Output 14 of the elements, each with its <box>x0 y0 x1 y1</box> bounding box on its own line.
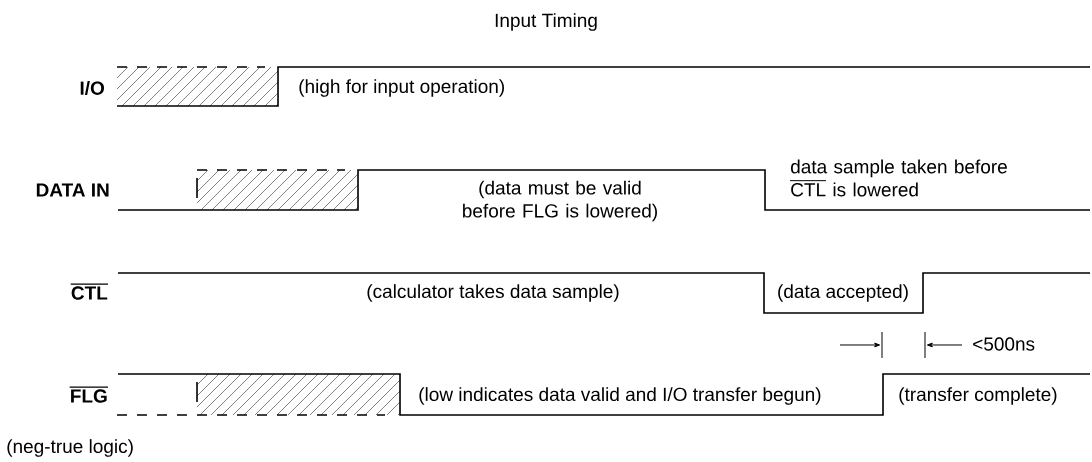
annotation-text: (data must be valid before FLG is lowered) <box>463 180 657 222</box>
annotation-text: (transfer complete) <box>899 387 1057 405</box>
signal-name: CTL <box>70 283 109 300</box>
signal-name: DATA IN <box>36 183 109 197</box>
annotation-text: (high for input operation) <box>299 79 504 97</box>
annotation-text: data sample taken before CTL is lowered <box>789 159 1007 197</box>
annotation-text: (data accepted) <box>778 284 908 302</box>
signal-name: FLG <box>69 386 109 403</box>
annotation-text: (low indicates data valid and I/O transfer begun) <box>419 387 821 405</box>
footnote-text: (neg-true logic) <box>7 439 133 457</box>
signal-name: I/O <box>80 80 104 96</box>
annotation-text: (calculator takes data sample) <box>367 284 619 302</box>
title: Input Timing <box>495 13 597 31</box>
timing-label: <500ns <box>973 337 1035 351</box>
